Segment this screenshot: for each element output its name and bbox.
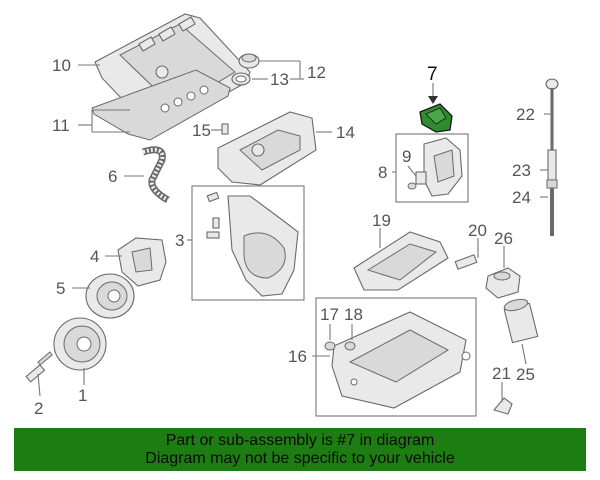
arrow-7 (428, 96, 438, 104)
highlighted-part-7 (419, 103, 453, 133)
timing-belt (141, 146, 170, 204)
callout-8: 8 (378, 163, 387, 182)
callout-6: 6 (108, 167, 117, 186)
callout-25: 25 (516, 365, 535, 384)
callout-22: 22 (516, 105, 535, 124)
notice-banner: Part or sub-assembly is #7 in diagram Di… (14, 428, 586, 471)
engine-cover (217, 111, 317, 186)
pickup-strainer (454, 254, 478, 270)
housing-cover (423, 137, 463, 197)
callout-16: 16 (288, 347, 307, 366)
callout-11: 11 (52, 116, 70, 135)
callout-24: 24 (512, 188, 531, 207)
oil-filter-housing (485, 267, 521, 299)
cover-bolt (221, 123, 229, 135)
leader-lines (37, 60, 552, 402)
oil-filter (503, 298, 539, 344)
callout-18: 18 (344, 305, 363, 324)
gasket-17 (324, 341, 336, 351)
banner-line-2: Diagram may not be specific to your vehi… (145, 450, 455, 467)
callout-26: 26 (494, 229, 513, 248)
drain-plug (493, 397, 513, 415)
callout-10: 10 (52, 56, 71, 75)
callout-12: 12 (307, 63, 326, 82)
callout-1: 1 (78, 386, 87, 405)
callout-14: 14 (336, 123, 355, 142)
callout-13: 13 (270, 70, 289, 89)
callout-9: 9 (402, 147, 411, 166)
callout-7: 7 (427, 64, 438, 85)
oil-baffle (353, 231, 449, 291)
callout-17: 17 (320, 305, 339, 324)
crankshaft-pulley (53, 317, 107, 371)
oil-pan (331, 311, 471, 409)
timing-cover (206, 191, 299, 297)
dipstick (545, 78, 559, 236)
oil-filler-cap (238, 53, 260, 69)
timing-pulley (85, 273, 135, 319)
callouts: 10 11 12 13 15 14 6 3 4 5 1 2 7 8 9 22 2… (34, 56, 535, 418)
rear-timing-cover (117, 237, 167, 287)
timing-cover-group-frame (191, 185, 305, 301)
crank-bolt (25, 351, 53, 383)
fitting-9 (407, 171, 427, 190)
callout-21: 21 (492, 364, 511, 383)
oil-pan-group-frame (315, 297, 477, 417)
banner-line-1: Part or sub-assembly is #7 in diagram (165, 432, 435, 449)
callout-15: 15 (192, 121, 211, 140)
part-8-frame (395, 133, 469, 203)
parts-diagram: 10 11 12 13 15 14 6 3 4 5 1 2 7 8 9 22 2… (25, 13, 559, 418)
valve-cover-gasket (91, 69, 231, 141)
oil-cap-seal (231, 72, 251, 86)
callout-19: 19 (372, 211, 391, 230)
callout-20: 20 (468, 221, 487, 240)
callout-3: 3 (175, 231, 184, 250)
callout-2: 2 (34, 399, 43, 418)
callout-4: 4 (90, 247, 99, 266)
gasket-18 (344, 341, 356, 351)
callout-5: 5 (56, 279, 65, 298)
callout-23: 23 (512, 161, 531, 180)
